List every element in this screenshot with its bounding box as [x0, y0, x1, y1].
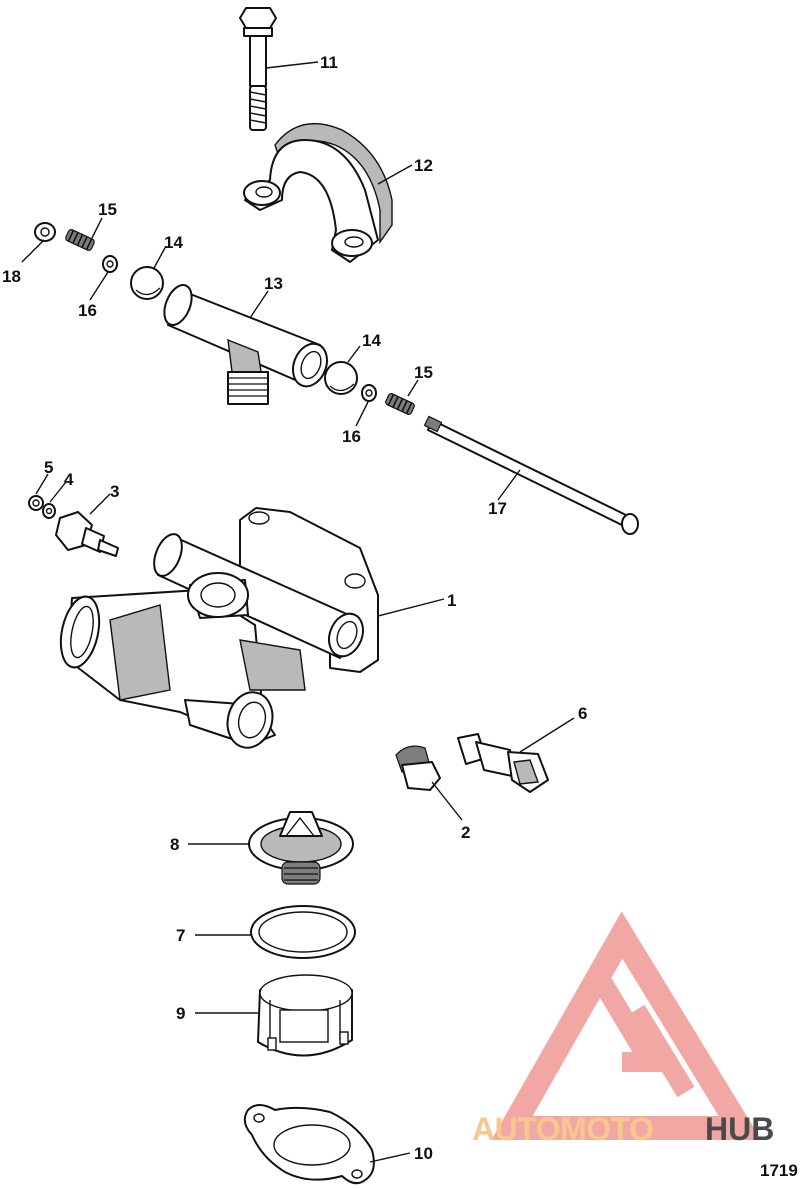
callout-17: 17 — [488, 499, 507, 518]
nut-part — [34, 222, 56, 242]
callout-2: 2 — [461, 823, 470, 842]
watermark-wordmark: AUTOMOTO HUB — [472, 1111, 774, 1147]
watermark-logo — [491, 911, 762, 1140]
sensor-part — [457, 733, 549, 793]
temp-sender-part — [55, 511, 119, 557]
svg-text:AUTOMOTO: AUTOMOTO — [472, 1111, 653, 1147]
callout-3: 3 — [110, 482, 119, 501]
callout-5: 5 — [44, 458, 53, 477]
clamp-part — [243, 122, 393, 263]
callout-12: 12 — [414, 156, 433, 175]
gasket-part — [243, 1104, 375, 1185]
bolt-part — [239, 7, 277, 131]
washer-part-small — [42, 503, 56, 519]
callout-10: 10 — [414, 1144, 433, 1163]
callout-7: 7 — [176, 926, 185, 945]
thermostat-housing-part — [59, 507, 379, 749]
callout-1: 1 — [447, 591, 456, 610]
callout-18: 18 — [2, 267, 21, 286]
washer-part-right — [361, 384, 377, 402]
rod-part — [423, 415, 639, 535]
callout-9: 9 — [176, 1004, 185, 1023]
callout-15-left: 15 — [98, 200, 117, 219]
washer-part-left — [102, 255, 118, 273]
ball-part-right — [324, 361, 358, 395]
callout-11: 11 — [320, 53, 338, 72]
callout-4: 4 — [64, 470, 74, 489]
figure-number: 1719 — [760, 1161, 798, 1180]
ball-part-left — [130, 266, 164, 300]
leader-lines — [21, 61, 575, 1163]
callout-6: 6 — [578, 704, 587, 723]
callout-15-right: 15 — [414, 363, 433, 382]
callout-13: 13 — [264, 274, 283, 293]
callout-16-left: 16 — [78, 301, 97, 320]
thermostat-part — [248, 811, 354, 885]
callout-14-right: 14 — [362, 331, 381, 350]
tee-fitting-part — [163, 284, 328, 405]
seal-ring-part — [250, 905, 356, 959]
spring-part-right — [385, 393, 415, 415]
spring-part-left — [65, 229, 95, 251]
svg-text:HUB: HUB — [705, 1111, 774, 1147]
plug-part — [395, 745, 441, 791]
callout-16-right: 16 — [342, 427, 361, 446]
sleeve-part — [257, 974, 353, 1057]
callout-14-left: 14 — [164, 233, 183, 252]
callout-8: 8 — [170, 835, 179, 854]
callout-labels: 1 2 3 4 5 6 7 8 9 10 11 12 13 14 14 15 1… — [2, 53, 587, 1163]
nut-part-small — [28, 495, 44, 511]
